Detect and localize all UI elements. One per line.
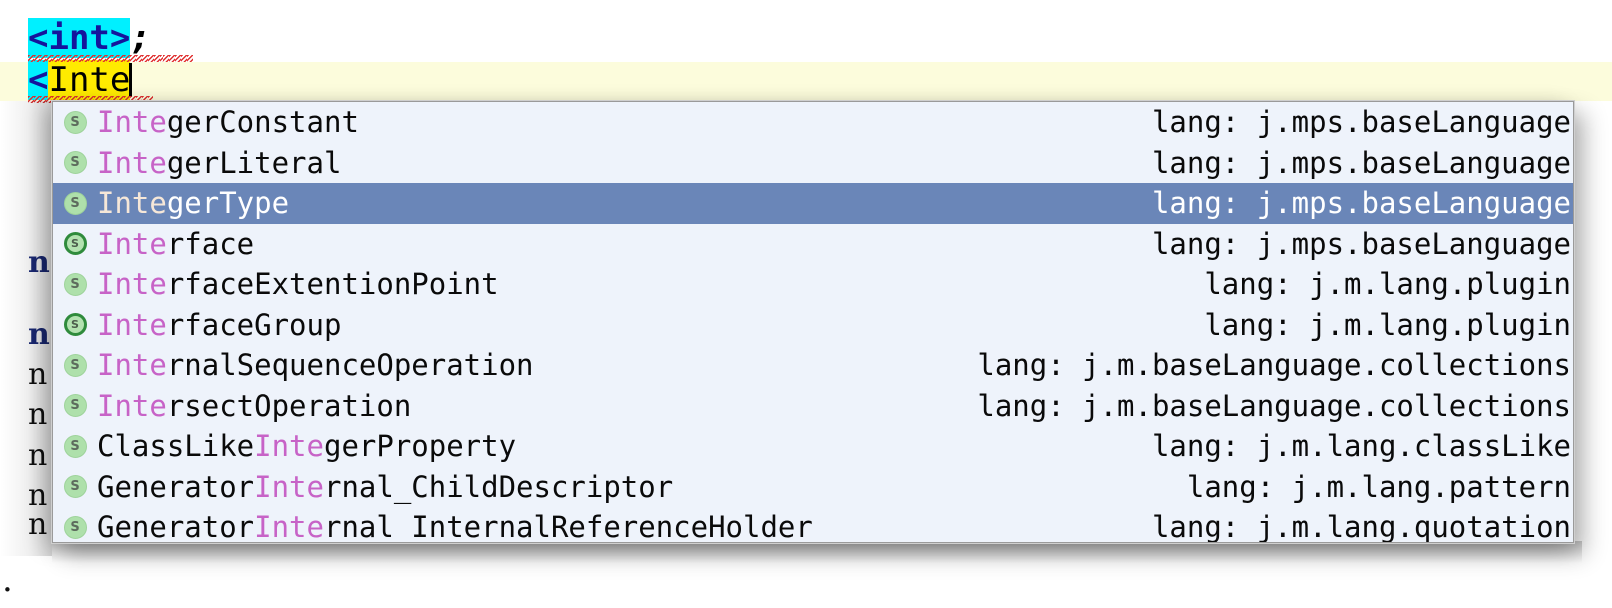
completion-item-language: lang: j.m.baseLanguage.collections	[977, 388, 1571, 423]
concept-s-icon-glyph: S	[63, 353, 87, 377]
match-highlight: Inte	[97, 348, 167, 383]
match-highlight: Inte	[97, 307, 167, 342]
completion-item-list[interactable]: S IntegerConstant lang: j.mps.baseLanguage…	[53, 102, 1573, 543]
completion-item-language: lang: j.m.lang.plugin	[1204, 307, 1571, 342]
interface-s-icon: S	[59, 313, 91, 337]
completion-item-name: ClassLikeIntegerProperty	[97, 429, 517, 464]
completion-item-selected[interactable]: S IntegerType lang: j.mps.baseLanguage	[53, 183, 1573, 224]
concept-s-icon: S	[59, 353, 91, 377]
error-squiggle-underline	[163, 55, 193, 62]
match-highlight: Inte	[254, 510, 324, 543]
code-line-2[interactable]: <Inte	[28, 60, 133, 100]
match-highlight: Inte	[97, 186, 167, 221]
completion-item-language: lang: j.mps.baseLanguage	[1151, 145, 1571, 180]
completion-item-name: IntegerConstant	[97, 105, 359, 140]
code-line-1: <int>;	[28, 18, 151, 58]
background-code-glyph: n	[28, 317, 50, 352]
concept-s-icon-glyph: S	[63, 394, 87, 418]
completion-item-language: lang: j.m.lang.pattern	[1186, 469, 1571, 504]
completion-item-language: lang: j.m.lang.plugin	[1204, 267, 1571, 302]
completion-item-language: lang: j.m.baseLanguage.collections	[977, 348, 1571, 383]
concept-s-icon-glyph: S	[63, 272, 87, 296]
background-code-glyph: n	[28, 397, 48, 432]
concept-s-icon: S	[59, 475, 91, 499]
typed-prefix-text: Inte	[48, 60, 131, 100]
completion-item-language: lang: j.m.lang.quotation	[1151, 510, 1571, 543]
completion-item[interactable]: S IntegerLiteral lang: j.mps.baseLanguage	[53, 142, 1573, 183]
completion-item-language: lang: j.mps.baseLanguage	[1151, 105, 1571, 140]
int-keyword-token: int	[48, 18, 110, 58]
completion-item-language: lang: j.mps.baseLanguage	[1151, 186, 1571, 221]
completion-item[interactable]: S IntegerConstant lang: j.mps.baseLanguage	[53, 102, 1573, 143]
interface-s-icon-glyph: S	[63, 313, 87, 337]
completion-item[interactable]: S Interface lang: j.mps.baseLanguage	[53, 223, 1573, 264]
match-highlight: Inte	[97, 388, 167, 423]
text-caret	[129, 63, 133, 97]
concept-s-icon: S	[59, 272, 91, 296]
completion-item[interactable]: S IntersectOperation lang: j.m.baseLanguag…	[53, 385, 1573, 426]
completion-item-language: lang: j.mps.baseLanguage	[1151, 226, 1571, 261]
concept-s-icon: S	[59, 151, 91, 175]
code-completion-popup[interactable]: S IntegerConstant lang: j.mps.baseLanguage…	[52, 101, 1574, 543]
interface-s-icon-glyph: S	[63, 232, 87, 256]
completion-item-name: IntegerLiteral	[97, 145, 342, 180]
completion-item-name: InternalSequenceOperation	[97, 348, 534, 383]
match-highlight: Inte	[254, 429, 324, 464]
error-squiggle-underline	[28, 96, 153, 103]
completion-item-name: IntersectOperation	[97, 388, 412, 423]
concept-s-icon-glyph: S	[63, 191, 87, 215]
stray-punctuation-glyph: .	[2, 560, 13, 600]
concept-s-icon: S	[59, 515, 91, 539]
concept-s-icon-glyph: S	[63, 475, 87, 499]
completion-item-name: InterfaceExtentionPoint	[97, 267, 499, 302]
background-code-glyph: n	[28, 245, 50, 280]
background-code-glyph: n	[28, 357, 48, 392]
match-highlight: Inte	[97, 145, 167, 180]
open-angle-bracket-token-2: <	[28, 60, 49, 100]
concept-s-icon-glyph: S	[63, 151, 87, 175]
completion-item[interactable]: S InterfaceExtentionPoint lang: j.m.lang.p…	[53, 264, 1573, 305]
completion-item-name: IntegerType	[97, 186, 290, 221]
concept-s-icon-glyph: S	[63, 110, 87, 134]
interface-s-icon: S	[59, 232, 91, 256]
match-highlight: Inte	[97, 105, 167, 140]
concept-s-icon-glyph: S	[63, 515, 87, 539]
completion-item-name: GeneratorInternal_ChildDescriptor	[97, 469, 674, 504]
match-highlight: Inte	[254, 469, 324, 504]
completion-item[interactable]: S InternalSequenceOperation lang: j.m.base…	[53, 345, 1573, 386]
open-angle-bracket-token: <	[28, 18, 49, 58]
close-angle-bracket-token: >	[109, 18, 131, 58]
completion-item-name: InterfaceGroup	[97, 307, 342, 342]
error-squiggle-underline	[28, 55, 163, 62]
concept-s-icon: S	[59, 191, 91, 215]
completion-item-language: lang: j.m.lang.classLike	[1151, 429, 1571, 464]
concept-s-icon: S	[59, 434, 91, 458]
background-code-glyph: n	[28, 507, 48, 542]
semicolon-token: ;	[130, 18, 151, 58]
background-code-glyph: n	[28, 438, 48, 473]
completion-item[interactable]: S InterfaceGroup lang: j.m.lang.plugin	[53, 304, 1573, 345]
current-line-highlight	[0, 62, 1612, 101]
completion-item[interactable]: S GeneratorInternal_ChildDescriptor lang: …	[53, 466, 1573, 507]
completion-item[interactable]: S ClassLikeIntegerProperty lang: j.m.lang.…	[53, 426, 1573, 467]
completion-item[interactable]: S GeneratorInternal_InternalReferenceHold…	[53, 507, 1573, 543]
concept-s-icon: S	[59, 110, 91, 134]
completion-item-name: GeneratorInternal_InternalReferenceHolde…	[97, 510, 813, 543]
background-code-glyph: n	[28, 478, 48, 513]
match-highlight: Inte	[97, 226, 167, 261]
concept-s-icon-glyph: S	[63, 434, 87, 458]
concept-s-icon: S	[59, 394, 91, 418]
completion-item-name: Interface	[97, 226, 255, 261]
match-highlight: Inte	[97, 267, 167, 302]
